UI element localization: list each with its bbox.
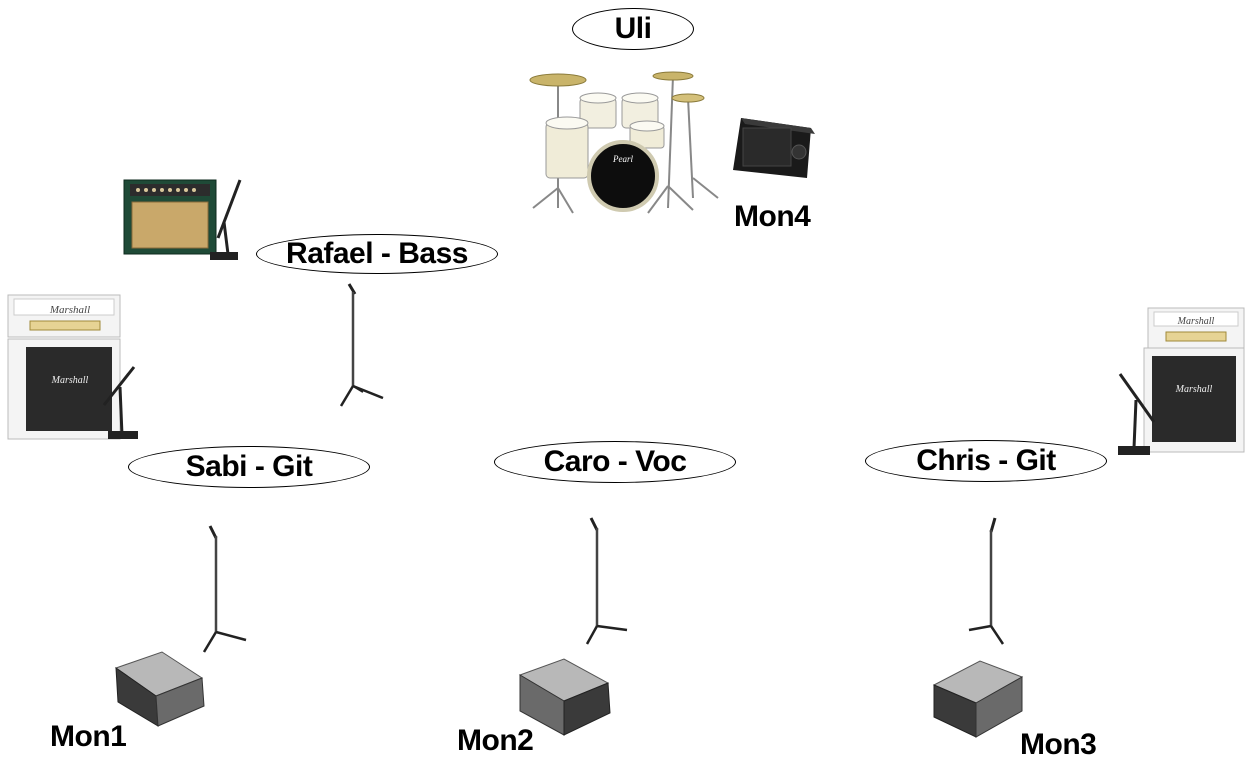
musician-label-guitar-left: Sabi - Git (128, 446, 370, 488)
marshall-logo: Marshall (49, 304, 90, 316)
monitor-label-mon1: Mon1 (50, 720, 127, 753)
marshall-stack-left-icon: Marshall Marshall (7, 294, 138, 440)
marshall-stack-right-icon: Marshall Marshall (1118, 307, 1245, 455)
monitor-label-mon2: Mon2 (457, 724, 534, 757)
musician-label-guitar-right: Chris - Git (865, 440, 1107, 482)
musician-label-drums: Uli (572, 8, 694, 50)
mic-stand-icon (339, 283, 384, 407)
musician-label-vocals: Caro - Voc (494, 441, 736, 483)
floor-wedge-icon (518, 658, 611, 736)
mic-stand-icon (585, 517, 628, 645)
mic-stand-icon (968, 517, 1005, 645)
bass-combo-amp-icon (123, 179, 242, 260)
floor-wedge-icon (114, 651, 205, 727)
drum-brand-logo: Pearl (612, 154, 633, 164)
monitor-label-mon4: Mon4 (734, 200, 811, 233)
monitor-label-mon3: Mon3 (1020, 728, 1097, 761)
marshall-logo: Marshall (1177, 316, 1215, 327)
musician-label-bass: Rafael - Bass (256, 234, 498, 274)
drum-kit-icon: Pearl (529, 71, 719, 214)
marshall-logo: Marshall (1175, 384, 1213, 395)
wedge-monitor-icon (733, 118, 815, 178)
mic-stand-icon (202, 525, 247, 653)
floor-wedge-icon (932, 660, 1024, 738)
marshall-logo: Marshall (51, 375, 89, 386)
